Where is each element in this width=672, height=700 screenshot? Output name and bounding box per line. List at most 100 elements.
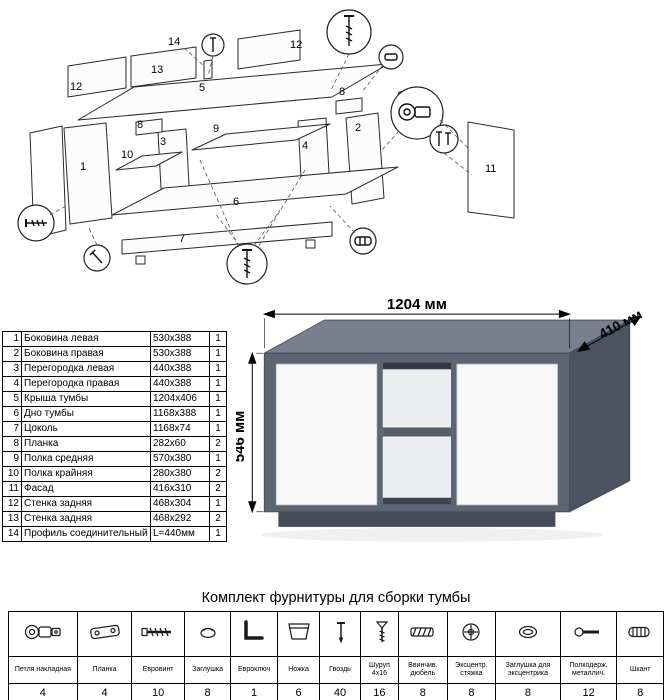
hw-qty: 12 [559,683,618,700]
part-number-label: 8 [339,86,346,98]
part-qty: 1 [209,391,227,407]
part-num: 3 [2,361,22,377]
part-size: 468x304 [150,496,210,512]
part-qty: 2 [209,466,227,482]
part-number-label: 12 [70,81,83,93]
part-name: Крыша тумбы [21,391,151,407]
hw-qty: 8 [398,683,448,700]
hw-qty: 8 [183,683,232,700]
part-number-label: 10 [121,149,134,161]
hex-key-icon [244,619,264,640]
hw-name: Евроключ [230,656,278,684]
assembly-diagram: 14 13 12 5 12 8 9 3 8 2 10 1 4 6 7 11 [0,0,545,305]
part-size: 280x380 [150,466,210,482]
part-number-label: 5 [199,82,206,94]
nail-icon [337,621,346,643]
part-name: Стенка задняя [21,496,151,512]
fastener-glyphs [25,15,451,278]
part-qty: 1 [209,451,227,467]
part-name: Профиль соединительный [21,526,151,542]
part-qty: 1 [209,526,227,542]
part-name: Перегородка левая [21,361,151,377]
part-qty: 1 [209,406,227,422]
part-name: Перегородка правая [21,376,151,392]
part-qty: 1 [209,376,227,392]
plug-icon [199,627,216,638]
hw-qty: 40 [319,683,361,700]
hardware-kit-title: Комплект фурнитуры для сборки тумбы [201,590,471,606]
hw-name: Гвоздь [319,656,361,684]
hw-name: Заглушка для эксцентрика [495,656,561,684]
part-num: 4 [2,376,22,392]
part-num: 8 [2,436,22,452]
part-size: 468x292 [150,511,210,527]
part-num: 11 [2,481,22,497]
cam-lock-icon [462,622,480,641]
hw-name: Эксцентр. стяжка [446,656,497,684]
hinge-icon [24,624,61,639]
part-qty: 1 [209,361,227,377]
part-number-label: 1 [80,161,87,173]
hw-qty: 8 [495,683,561,700]
part-number-label: 2 [355,122,362,134]
part-name: Фасад [21,481,151,497]
part-size: 1204x406 [150,391,210,407]
hw-qty: 4 [8,683,78,700]
part-num: 13 [2,511,22,527]
hw-name: Ввинчив. дюбель [398,656,448,684]
part-number-label: 4 [302,140,309,152]
hw-name: Ножка [276,656,321,684]
part-number-label: 3 [160,136,167,148]
hw-qty: 6 [276,683,321,700]
part-size: L=440мм [150,526,210,542]
part-size: 416x310 [150,481,210,497]
depth-dimension [577,315,642,352]
width-dimension [262,309,571,349]
part-qty: 2 [209,436,227,452]
left-door [275,363,378,506]
part-size: 570x380 [150,451,210,467]
hw-qty: 8 [446,683,497,700]
height-label: 546 мм [236,411,248,463]
part-name: Планка [21,436,151,452]
part-num: 5 [2,391,22,407]
part-num: 2 [2,346,22,362]
hardware-qty-row: 4 4 10 8 1 6 40 16 8 8 8 12 8 [8,683,664,700]
part-num: 6 [2,406,22,422]
part-qty: 1 [209,331,227,347]
part-size: 440x388 [150,376,210,392]
part-number-label: 13 [151,64,164,76]
part-num: 12 [2,496,22,512]
part-number-label: 6 [233,196,240,208]
part-size: 282x60 [150,436,210,452]
right-door [456,363,558,506]
part-number-label: 14 [168,36,181,48]
screw-icon [375,620,388,642]
hw-name: Планка [76,656,133,684]
foot-icon [288,622,310,640]
part-name: Полка средняя [21,451,151,467]
wooden-dowel-icon [628,626,650,637]
euroscrew-icon [141,627,172,636]
part-number-label: 9 [213,123,220,135]
part-num: 9 [2,451,22,467]
part-num: 14 [2,526,22,542]
part-name: Боковина правая [21,346,151,362]
cabinet-render: 1204 мм 410 мм 546 мм [231,296,644,542]
hardware-kit-table: Петля накладная Планка Евровинт Заглушка… [8,611,664,700]
shelf-support-icon [574,626,599,637]
hw-qty: 4 [76,683,133,700]
cam-cover-icon [518,625,538,638]
hardware-icon-row [8,611,664,657]
